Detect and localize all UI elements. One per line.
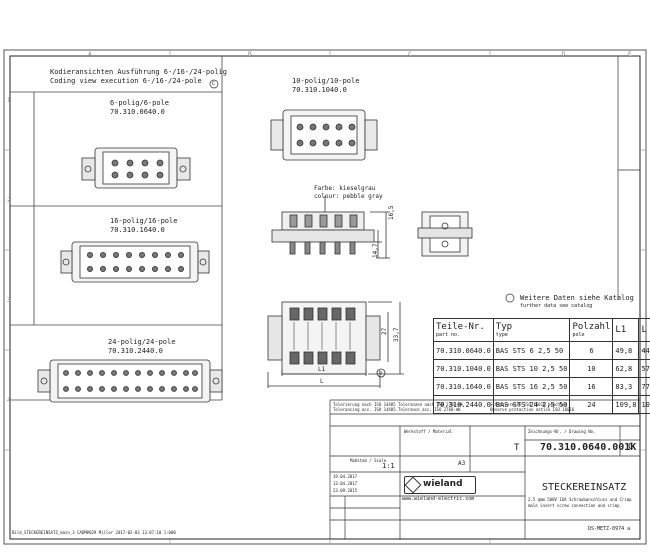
color-note-en: colour: pebble gray — [314, 193, 383, 200]
company-website: www.wieland-electric.com — [402, 496, 475, 502]
dim-height-label: 16,5 — [388, 205, 395, 220]
company-logo: wieland — [404, 476, 476, 494]
date-1: 19.04.2017 — [333, 474, 358, 479]
connector-6-pole-drawing — [81, 147, 191, 189]
cell-poles: 6 — [569, 341, 614, 360]
catalog-note-en: further data see catalog — [520, 303, 593, 309]
table-row: 70.310.1040.0 BAS STS 10 2,5 50 10 62,8 … — [433, 359, 650, 378]
cell-poles: 16 — [569, 377, 614, 396]
note-mark-b: b — [379, 370, 383, 376]
dim-l1-label: L1 — [318, 366, 326, 373]
margin-number-1: 1 — [7, 97, 11, 104]
dim-l-label: L — [320, 378, 324, 385]
material-label: Werkstoff / Material — [404, 429, 453, 434]
margin-letter-e: E — [628, 51, 632, 58]
table-row: 70.310.0640.0 BAS STS 6 2,5 50 6 49,8 44 — [433, 341, 650, 360]
cell-part: 70.310.2440.0 — [433, 395, 494, 414]
cell-part: 70.310.0640.0 — [433, 341, 494, 360]
tolerance-note-en: Tolerancing acc. ISO 14405 Tolerance acc… — [333, 407, 461, 412]
drawing-no-label: Zeichnungs-Nr. / Drawing No. — [528, 429, 596, 434]
date-3: 23.09.2015 — [333, 488, 358, 493]
outer-frame — [3, 49, 647, 545]
color-note-de: Farbe: kieselgrau — [314, 185, 376, 192]
connector-10-pole-end-view — [417, 211, 473, 257]
cell-l: 44 — [638, 341, 650, 360]
cell-l1: 83,3 — [612, 377, 640, 396]
catalog-note-de: Weitere Daten siehe Katalog — [520, 294, 634, 302]
cell-type: BAS STS 10 2,5 50 — [492, 359, 571, 378]
connector-10-pole-top-view — [270, 109, 378, 161]
scale-value: 1:1 — [382, 462, 395, 470]
footer-filename: Bild_STECKEREINSATZ_main_3 CADM#029 Mill… — [12, 530, 176, 535]
header-title-de: Kodieransichten Ausführung 6-/16-/24-pol… — [50, 68, 228, 76]
connector-10-pole-side-view — [271, 196, 390, 259]
header-revision-mark: C — [212, 81, 216, 87]
cell-l1: 49,8 — [612, 341, 640, 360]
scale-label: Maßstab / Scale — [350, 458, 387, 463]
type-letter: T — [514, 443, 520, 453]
margin-letter-a: A — [88, 51, 92, 58]
tolerance-note-de: Tolerierung nach ISO 14405 Toleranzen na… — [333, 402, 464, 407]
format-value: A3 — [458, 460, 466, 467]
header-l1: L1 — [612, 318, 640, 342]
logo-mark-icon — [404, 476, 422, 494]
product-title: STECKEREINSATZ — [542, 482, 627, 493]
main-view-part: 70.310.1040.0 — [292, 86, 347, 94]
cell-poles: 10 — [569, 359, 614, 378]
panel-6-pole-title: 6-polig/6-pole — [110, 99, 170, 107]
header-title-en: Coding view execution 6-/16-/24-pole — [50, 77, 202, 85]
cell-l1: 109,8 — [612, 395, 640, 414]
cell-type: BAS STS 6 2,5 50 — [492, 341, 571, 360]
main-view-title: 10-polig/10-pole — [292, 77, 360, 85]
product-desc-en: male insert screw connection and crimp — [528, 503, 620, 508]
header-l: L — [638, 318, 650, 342]
company-name: wieland — [423, 479, 463, 489]
cell-type: BAS STS 24 2,5 50 — [492, 395, 571, 414]
date-2: 13.04.2017 — [333, 481, 358, 486]
cell-l: 57 — [638, 359, 650, 378]
margin-number-2: 2 — [7, 197, 11, 204]
cell-part: 70.310.1640.0 — [433, 377, 494, 396]
connector-24-pole-drawing — [37, 359, 223, 403]
cell-l1: 62,8 — [612, 359, 640, 378]
protection-note-en: Observe protection notice ISO 16016 — [490, 407, 575, 412]
dim-27-label: 27 — [381, 327, 388, 335]
drawing-no-value: 70.310.0640.001K — [540, 442, 637, 453]
cell-l: 104 — [638, 395, 650, 414]
product-desc-de: 2,5 qmm 500V 16A Schraubanschluss und Cr… — [528, 497, 632, 502]
cell-l: 77,5 — [638, 377, 650, 396]
table-row: 70.310.1640.0 BAS STS 16 2,5 50 16 83,3 … — [433, 377, 650, 396]
header-part-no: Teile-Nr.part no. — [433, 318, 494, 342]
panel-24-pole-title: 24-polig/24-pole — [108, 338, 176, 346]
revision-value: C — [628, 442, 634, 452]
sheet-code: DS-METZ-0974 a — [588, 526, 631, 532]
margin-letter-c: C — [408, 51, 412, 58]
protection-note-de: Schutzvermerk ISO 16016 beachten — [490, 402, 568, 407]
dim-lower-label: 14,7 — [372, 243, 379, 258]
cell-part: 70.310.1040.0 — [433, 359, 494, 378]
cell-type: BAS STS 16 2,5 50 — [492, 377, 571, 396]
margin-number-4: 4 — [7, 397, 11, 404]
table-row: 70.310.2440.0 BAS STS 24 2,5 50 24 109,8… — [433, 395, 650, 414]
panel-6-pole-part: 70.310.0640.0 — [110, 108, 165, 116]
panel-16-pole-part: 70.310.1640.0 — [110, 226, 165, 234]
inner-frame — [9, 55, 641, 540]
margin-letter-d: D — [562, 51, 566, 58]
margin-number-3: 3 — [7, 297, 11, 304]
panel-16-pole-title: 16-polig/16-pole — [110, 217, 178, 225]
panel-24-pole-part: 70.310.2440.0 — [108, 347, 163, 355]
cell-poles: 24 — [569, 395, 614, 414]
dim-33-label: 33,7 — [393, 327, 400, 342]
connector-16-pole-drawing — [60, 241, 210, 283]
connector-10-pole-bottom-view — [267, 301, 404, 388]
margin-letter-b: B — [248, 51, 252, 58]
